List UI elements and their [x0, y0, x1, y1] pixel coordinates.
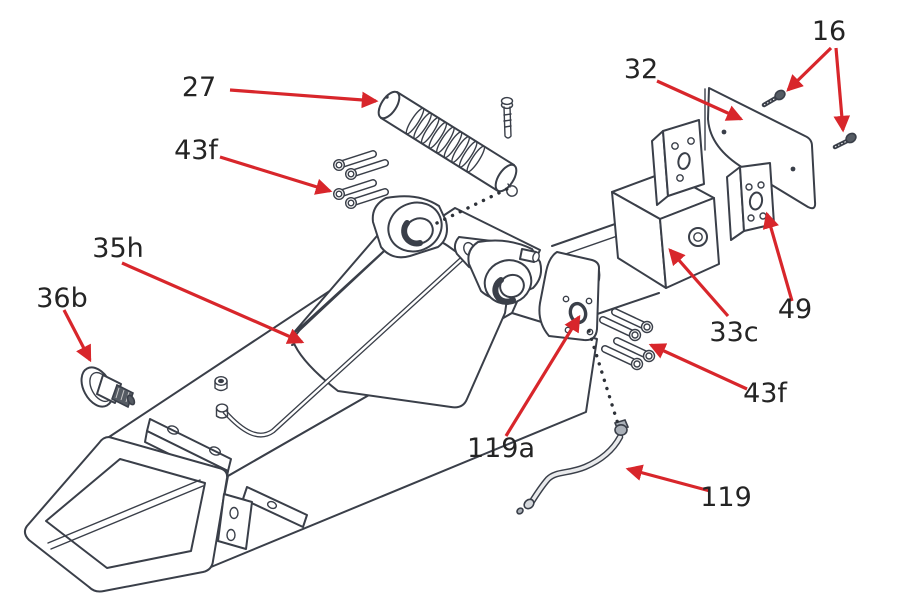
callout-arrow-screws-0 [786, 46, 833, 92]
callout-arrow-port-cover-plate-0 [762, 211, 794, 302]
pivot-lug-bushings [371, 195, 543, 305]
callout-arrow-flanged-stud-0 [62, 309, 92, 363]
part-bracket-plate [651, 119, 705, 206]
callout-label-valve-block: 33c [709, 317, 758, 348]
callout-arrow-hose-port-0 [504, 314, 581, 437]
callout-label-back-plate: 32 [624, 54, 658, 85]
part-screw-16-a [761, 89, 786, 108]
part-port-cover-plate-49 [726, 162, 775, 241]
receiver-side-plate [217, 493, 253, 550]
part-main-frame-35h [23, 195, 600, 593]
assembly-dotted-lines [435, 187, 620, 426]
receiver-opening [23, 436, 229, 593]
callout-arrow-back-plate-0 [656, 79, 744, 121]
callout-arrow-main-frame-0 [121, 261, 305, 344]
callout-arrow-hydraulic-tube-0 [625, 464, 711, 493]
part-handle-27 [377, 90, 518, 197]
callout-arrow-screws-1 [833, 47, 851, 133]
part-pivot-pin [500, 96, 514, 139]
callout-arrow-bolts-left-0 [219, 155, 333, 195]
part-bolts-43f-right [599, 308, 656, 371]
callout-label-hydraulic-tube: 119 [700, 482, 752, 513]
part-bolts-43f-left [333, 150, 389, 209]
callout-label-flanged-stud: 36b [36, 283, 88, 314]
callout-arrow-handle-spring-0 [229, 88, 379, 109]
callout-label-handle-spring: 27 [182, 72, 216, 103]
part-screw-16-b [832, 132, 857, 150]
top-pegs [214, 376, 229, 419]
part-hydraulic-tube-119 [516, 419, 630, 515]
callout-label-bolts-right: 43f [743, 378, 788, 409]
callout-label-screws: 16 [812, 16, 846, 47]
callout-label-bolts-left: 43f [174, 135, 219, 166]
callout-label-hose-port: 119a [467, 433, 535, 464]
part-flanged-stud-36b [80, 366, 136, 409]
callout-label-port-cover-plate: 49 [778, 294, 812, 325]
callout-arrow-valve-block-0 [668, 248, 730, 318]
callout-arrow-bolts-right-0 [648, 343, 748, 391]
callout-label-main-frame: 35h [92, 233, 143, 264]
